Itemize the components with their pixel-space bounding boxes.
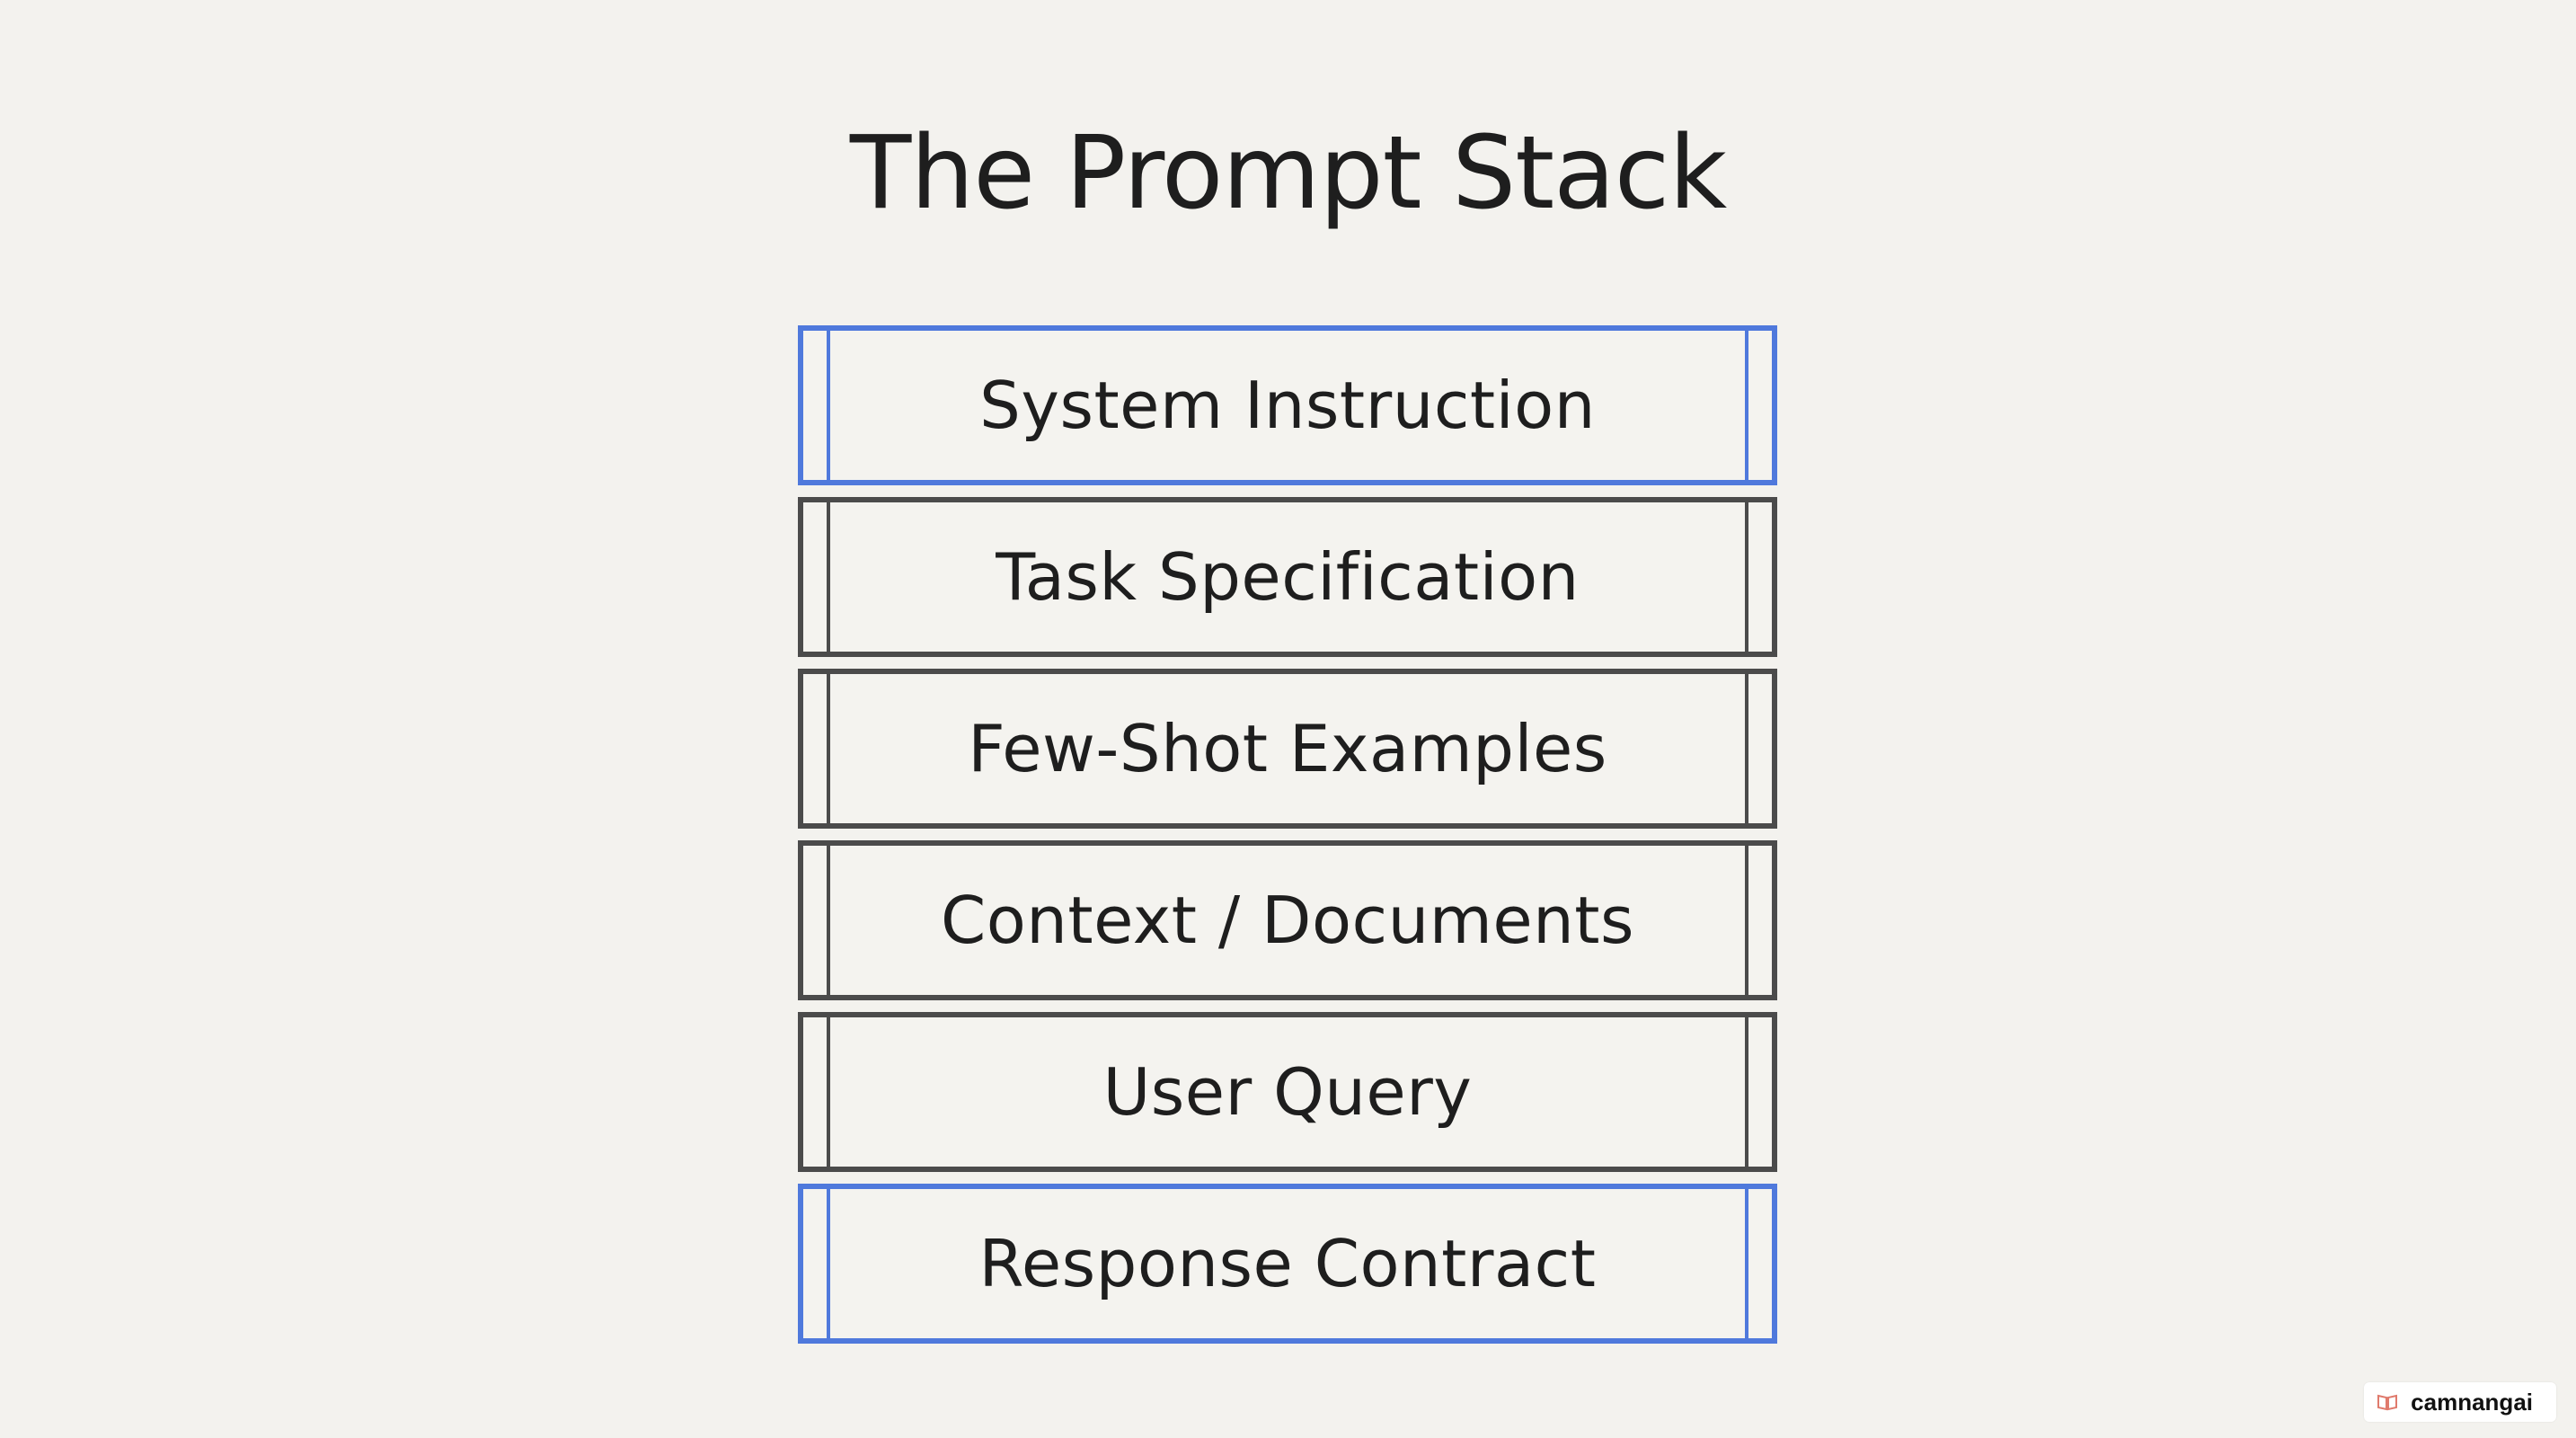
layer-label: Few-Shot Examples <box>968 711 1607 786</box>
layer-rail-right <box>1745 1189 1748 1338</box>
layer-rail-right <box>1745 1017 1748 1167</box>
layer-rail-right <box>1745 331 1748 480</box>
layer-label: User Query <box>1102 1054 1473 1130</box>
layer-label: Task Specification <box>996 539 1580 615</box>
stack-layer-user-query: User Query <box>798 1012 1777 1172</box>
stack-layer-task-specification: Task Specification <box>798 497 1777 657</box>
book-icon <box>2377 1394 2398 1411</box>
layer-rail-right <box>1745 674 1748 823</box>
layer-rail-left <box>827 846 830 995</box>
layer-label: Response Contract <box>978 1226 1597 1301</box>
prompt-stack: System Instruction Task Specification Fe… <box>798 325 1777 1355</box>
stack-layer-few-shot-examples: Few-Shot Examples <box>798 669 1777 829</box>
diagram-title: The Prompt Stack <box>849 115 1727 232</box>
layer-label: Context / Documents <box>940 883 1635 958</box>
layer-rail-left <box>827 502 830 652</box>
layer-rail-right <box>1745 846 1748 995</box>
watermark-text: camnangai <box>2411 1388 2533 1416</box>
watermark-badge[interactable]: camnangai <box>2364 1382 2556 1422</box>
layer-label: System Instruction <box>979 368 1596 443</box>
layer-rail-left <box>827 1017 830 1167</box>
stack-layer-context-documents: Context / Documents <box>798 840 1777 1000</box>
stack-layer-system-instruction: System Instruction <box>798 325 1777 485</box>
stack-layer-response-contract: Response Contract <box>798 1184 1777 1344</box>
layer-rail-right <box>1745 502 1748 652</box>
layer-rail-left <box>827 1189 830 1338</box>
layer-rail-left <box>827 674 830 823</box>
layer-rail-left <box>827 331 830 480</box>
